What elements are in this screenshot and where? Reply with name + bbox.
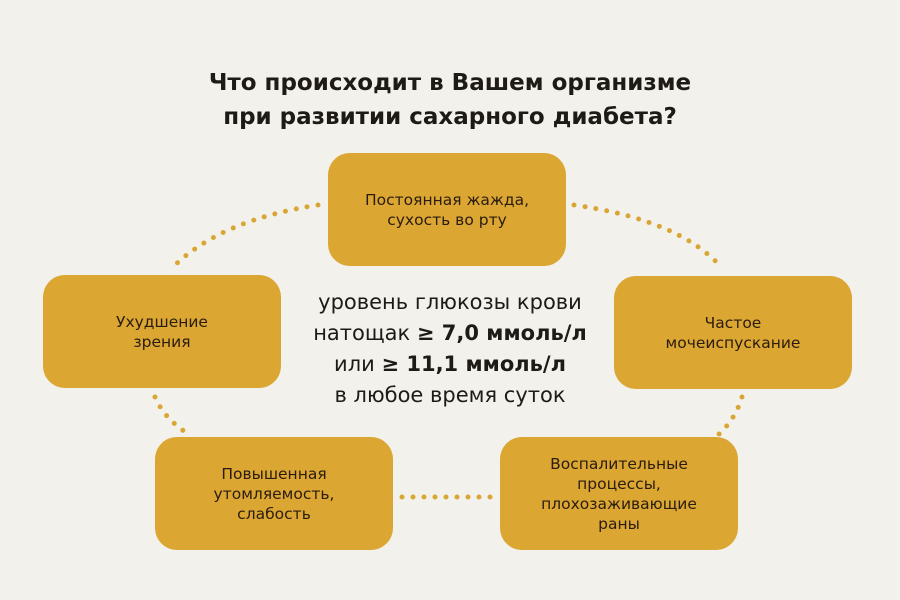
criteria-line: уровень глюкозы крови bbox=[318, 290, 582, 314]
symptom-text: зрения bbox=[133, 332, 191, 351]
fasting-threshold: ≥ 7,0 ммоль/л bbox=[416, 321, 587, 345]
symptom-text: мочеиспускание bbox=[665, 333, 801, 352]
random-threshold: ≥ 11,1 ммоль/л bbox=[381, 352, 566, 376]
symptom-text: сухость во рту bbox=[387, 210, 507, 229]
title-line-1: Что происходит в Вашем организме bbox=[208, 70, 692, 96]
title-line-2: при развитии сахарного диабета? bbox=[223, 104, 677, 130]
symptom-text: Ухудшение bbox=[116, 312, 208, 331]
symptom-text: Повышенная bbox=[221, 464, 327, 483]
criteria-text: или bbox=[334, 352, 382, 376]
symptom-text: утомляемость, bbox=[213, 484, 335, 503]
symptom-text: слабость bbox=[237, 504, 311, 523]
criteria-text: натощак bbox=[313, 321, 417, 345]
symptom-text: Постоянная жажда, bbox=[364, 190, 530, 209]
glucose-criteria: уровень глюкозы крови натощак ≥ 7,0 ммол… bbox=[280, 287, 620, 411]
symptom-text: Воспалительные bbox=[550, 454, 688, 473]
page-title: Что происходит в Вашем организме при раз… bbox=[0, 66, 900, 134]
criteria-line: в любое время суток bbox=[334, 383, 566, 407]
symptom-text: Частое bbox=[704, 313, 762, 332]
connector-right-bottom bbox=[715, 394, 745, 438]
connector-left-bottom bbox=[152, 394, 193, 438]
symptom-text: плохозаживающие bbox=[541, 494, 697, 513]
symptom-text: раны bbox=[598, 514, 640, 533]
connector-top-right bbox=[571, 202, 725, 271]
connector-top-left bbox=[169, 202, 321, 271]
symptom-thirst: Постоянная жажда,сухость во рту bbox=[328, 153, 566, 266]
symptom-text: процессы, bbox=[577, 474, 661, 493]
